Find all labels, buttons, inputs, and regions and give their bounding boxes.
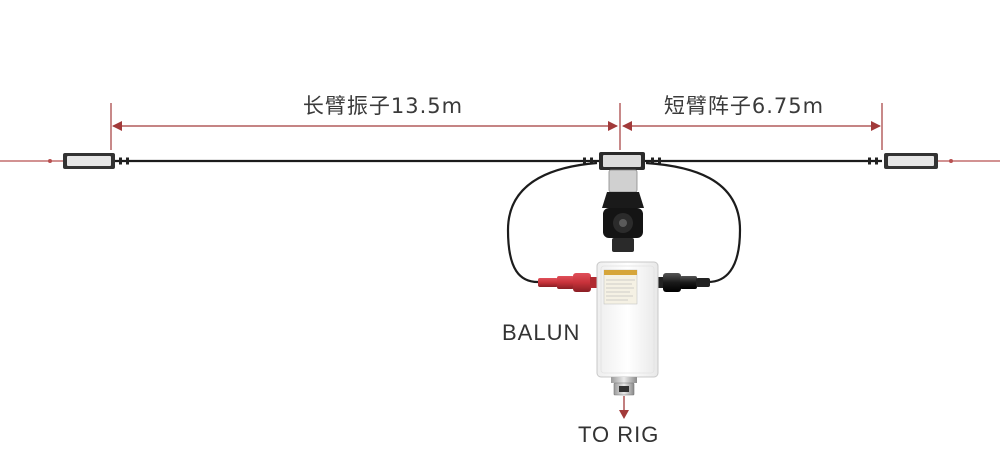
coax-connector-icon [611, 377, 637, 396]
connector-icon [656, 273, 710, 292]
arrow-down-icon [619, 396, 629, 419]
short-arm-label: 短臂阵子6.75m [664, 94, 824, 118]
wire-crimps [119, 157, 878, 165]
long-arm-label: 长臂振子13.5m [303, 94, 463, 118]
balun-label: BALUN [502, 320, 580, 345]
insulator-icon [63, 153, 115, 169]
right-rope-knot [949, 159, 953, 163]
left-rope-knot [48, 159, 52, 163]
insulator-icon [884, 153, 938, 169]
right-drop-wire [645, 161, 742, 284]
to-rig-label: TO RIG [578, 422, 659, 447]
hanger-bracket [602, 169, 644, 252]
balun-box [596, 261, 659, 378]
left-drop-wire [506, 161, 598, 284]
connector-icon [538, 273, 598, 292]
balun-label-sticker [603, 269, 638, 305]
center-insulator-icon [599, 152, 645, 170]
